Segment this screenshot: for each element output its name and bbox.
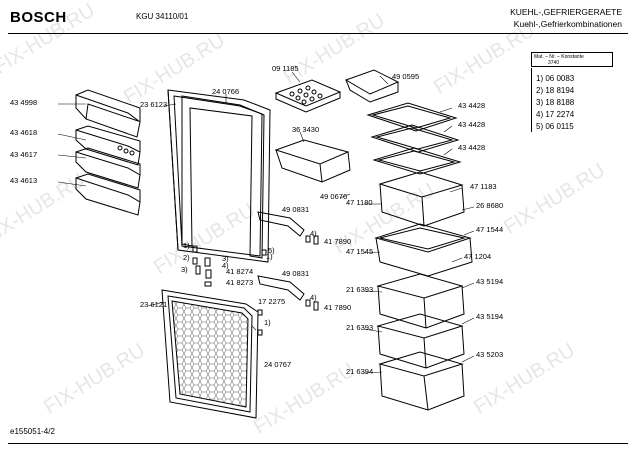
hinge-parts (192, 235, 319, 336)
freezer-drawer-1 (376, 273, 465, 329)
callout-label: 2) (183, 253, 190, 262)
callout-label: 1) (183, 241, 190, 250)
callout-label: 4) (222, 261, 229, 270)
part-label: 49 0676 (320, 192, 348, 201)
part-label: 23 6123 (140, 100, 168, 109)
fridge-door-gasket (167, 89, 271, 263)
egg-tray (274, 79, 342, 113)
freezer-door (161, 289, 259, 419)
callout-label: 1) (264, 318, 271, 327)
model-number: KGU 34110/01 (136, 12, 189, 21)
part-label: 43 4617 (10, 150, 38, 159)
part-label: 21 6394 (346, 367, 374, 376)
freezer-drawer-3 (378, 351, 465, 411)
part-label: 41 7890 (324, 303, 352, 312)
diagram-id: e155051-4/2 (10, 427, 55, 436)
freezer-drawer-2 (376, 313, 465, 369)
part-label: 47 1544 (476, 225, 504, 234)
callout-label: 1) (266, 252, 273, 261)
part-label: 49 0831 (282, 205, 310, 214)
part-label: 41 7890 (324, 237, 352, 246)
door-handle-lower (257, 275, 305, 301)
constant-item: 1) 06 0083 (536, 74, 575, 83)
part-label: 43 4428 (458, 120, 486, 129)
door-handle-upper (257, 211, 305, 237)
constants-box-title: Mat. – Nr. – Konstante (534, 54, 584, 60)
callout-label: 3) (222, 254, 229, 263)
door-shelf-bottom (75, 173, 141, 216)
part-label: 47 1183 (470, 182, 497, 191)
part-label: 21 6393 (346, 285, 374, 294)
footer-rule (8, 443, 628, 444)
part-label: 47 1180 (346, 198, 373, 207)
glass-shelf-3 (372, 147, 462, 175)
chiller-tray (274, 139, 351, 183)
part-label: 49 0831 (282, 269, 310, 278)
part-label: 41 8274 (226, 267, 254, 276)
constants-box: Mat. – Nr. – Konstante 3740 (531, 52, 613, 67)
constant-item: 5) 06 0115 (536, 121, 574, 131)
constant-item: 3) 18 8188 (536, 97, 575, 107)
constant-item: 4) 17 2274 (536, 109, 575, 119)
part-label: 21 6393 (346, 323, 374, 332)
door-shelf-egg (75, 125, 141, 166)
part-label: 23 6121 (140, 300, 168, 309)
callout-label: 4) (310, 229, 317, 238)
vegetable-bin (378, 171, 465, 227)
crisper-cover (374, 223, 473, 277)
callout-label: 3) (181, 265, 188, 274)
leader-lines (57, 71, 475, 374)
door-shelf-top (75, 89, 141, 138)
part-label: 36 3430 (292, 125, 320, 134)
brand-logo: BOSCH (10, 9, 67, 26)
part-label: 47 1545 (346, 247, 374, 256)
part-label: 43 4613 (10, 176, 38, 185)
door-shelf-middle (75, 147, 141, 189)
part-label: 49 0595 (392, 72, 420, 81)
part-label: 43 5194 (476, 312, 504, 321)
shelf-lid (344, 69, 400, 103)
part-label: 43 4618 (10, 128, 38, 137)
constant-item: 2) 18 8194 (536, 85, 575, 95)
part-label: 17 2275 (258, 297, 286, 306)
glass-shelf-1 (366, 102, 458, 132)
header-rule (8, 33, 628, 34)
callout-label: 5) (268, 246, 275, 255)
part-label: 26 8680 (476, 201, 504, 210)
part-label: 43 5194 (476, 277, 504, 286)
part-label: 43 4998 (10, 98, 38, 107)
part-label: 47 1204 (464, 252, 492, 261)
category-line-2: Kuehl-,Gefrierkombinationen (513, 19, 622, 29)
part-label: 43 4428 (458, 143, 486, 152)
part-label: 24 0766 (212, 87, 240, 96)
constants-box-value: 3740 (548, 60, 560, 66)
constants-rule (531, 68, 532, 132)
part-label: 09 1185 (272, 64, 299, 73)
category-line-1: KUEHL-,GEFRIERGERAETE (510, 7, 622, 17)
constants-list: 1) 06 0083 2) 18 8194 3) 18 8188 4) 17 2… (536, 73, 574, 133)
part-label: 41 8273 (226, 278, 254, 287)
callout-label: 4) (310, 293, 317, 302)
part-label: 43 5203 (476, 350, 504, 359)
part-label: 43 4428 (458, 101, 486, 110)
part-label: 24 0767 (264, 360, 292, 369)
glass-shelf-2 (370, 124, 460, 153)
